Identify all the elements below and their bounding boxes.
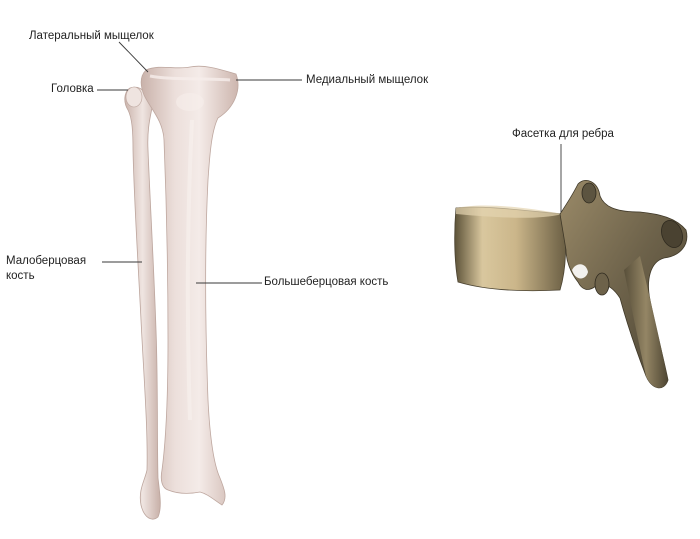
label-tibia: Большеберцовая кость [264,276,389,288]
vertebral-arch [559,180,688,389]
spinous-process [624,256,668,388]
tibia-bone [140,65,239,506]
label-fibula: Малоберцовая кость [6,255,87,282]
vertebral-body [454,206,567,292]
label-medial-condyle: Медиальный мыщелок [306,74,429,86]
vertebra [454,180,688,389]
rib-facet-lower [594,272,610,296]
fibula-bone [124,86,161,520]
label-head: Головка [51,83,94,95]
leader-lateral-condyle [118,41,149,73]
label-lateral-condyle: Латеральный мыщелок [29,30,154,42]
rib-facet-upper [581,182,597,204]
label-rib-facet: Фасетка для ребра [512,128,614,140]
